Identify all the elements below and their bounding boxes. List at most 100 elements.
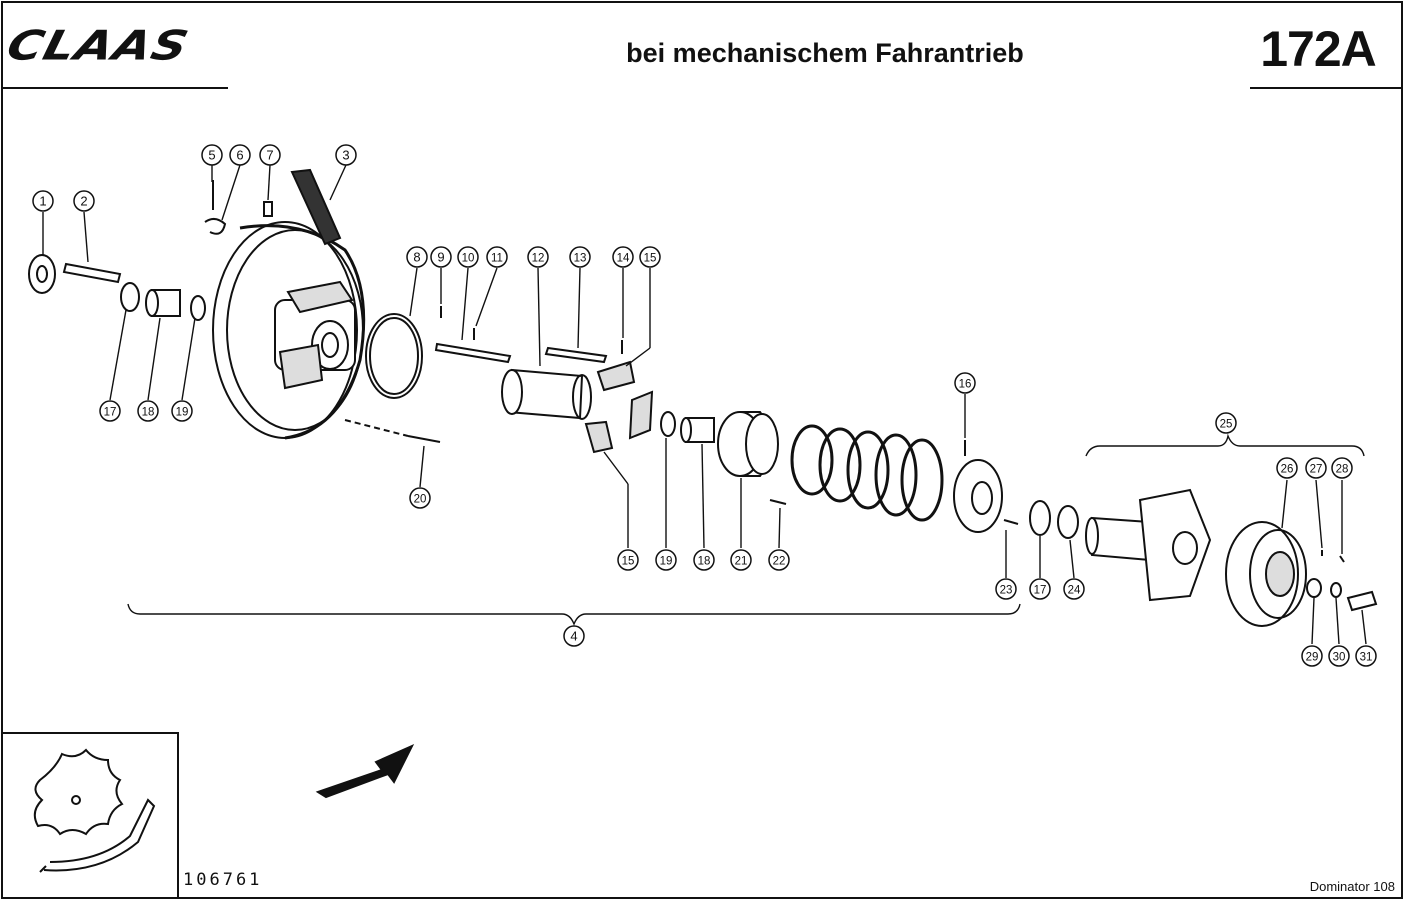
callout-circle — [655, 549, 677, 571]
callout-label: 17 — [1034, 585, 1047, 597]
callout-20: 20 — [409, 487, 431, 509]
callout-label: 12 — [532, 253, 545, 265]
direction-arrow — [315, 743, 415, 799]
callout-circle — [1276, 457, 1298, 479]
callout-circle — [1029, 578, 1051, 600]
leader-lines — [42, 164, 1367, 645]
callout-label: 24 — [1068, 585, 1081, 597]
callout-circle — [569, 246, 591, 268]
callout-22: 22 — [768, 549, 790, 571]
callout-label: 22 — [773, 556, 786, 568]
callout-circle — [1215, 412, 1237, 434]
callout-label: 14 — [617, 253, 630, 265]
callout-circle — [406, 246, 428, 268]
callout-label: 11 — [491, 253, 503, 265]
callout-13: 13 — [569, 246, 591, 268]
callout-15: 15 — [617, 549, 639, 571]
callout-circle — [229, 144, 251, 166]
callout-label: 19 — [660, 556, 673, 568]
callout-label: 28 — [1336, 464, 1349, 476]
callout-label: 18 — [142, 407, 155, 419]
callout-label: 9 — [437, 250, 444, 265]
callout-label: 23 — [1000, 585, 1013, 597]
callout-circle — [137, 400, 159, 422]
callout-circle — [32, 190, 54, 212]
parts-drawing — [28, 168, 1378, 627]
page-title: bei mechanischem Fahrantrieb — [626, 38, 1024, 68]
callout-label: 15 — [622, 556, 635, 568]
callout-label: 7 — [266, 148, 273, 163]
callout-circle — [73, 190, 95, 212]
callout-circle — [995, 578, 1017, 600]
callout-2: 2 — [73, 190, 95, 212]
callout-label: 2 — [80, 194, 87, 209]
callout-10: 10 — [457, 246, 479, 268]
callout-27: 27 — [1305, 457, 1327, 479]
callout-circle — [201, 144, 223, 166]
callout-label: 31 — [1360, 652, 1373, 664]
callout-label: 25 — [1220, 419, 1233, 431]
callout-circle — [1331, 457, 1353, 479]
callout-label: 10 — [462, 253, 475, 265]
callout-label: 18 — [698, 556, 711, 568]
callout-circle — [1063, 578, 1085, 600]
callout-circle — [730, 549, 752, 571]
callout-15: 15 — [639, 246, 661, 268]
callout-circle — [1328, 645, 1350, 667]
callout-circle — [1301, 645, 1323, 667]
callout-label: 19 — [176, 407, 189, 419]
callout-label: 30 — [1333, 652, 1346, 664]
callout-29: 29 — [1301, 645, 1323, 667]
callout-label: 16 — [959, 379, 972, 391]
callout-circle — [612, 246, 634, 268]
callout-circle — [171, 400, 193, 422]
callout-circle — [486, 246, 508, 268]
callout-label: 20 — [414, 494, 427, 506]
callout-5: 5 — [201, 144, 223, 166]
callout-4: 4 — [563, 625, 585, 647]
callout-19: 19 — [655, 549, 677, 571]
callout-18: 18 — [693, 549, 715, 571]
callout-14: 14 — [612, 246, 634, 268]
inset-sketch — [33, 748, 156, 873]
callout-label: 8 — [413, 250, 420, 265]
drawing-number: 106761 — [183, 870, 263, 890]
callout-label: 5 — [208, 148, 215, 163]
callout-label: 6 — [236, 148, 243, 163]
callout-3: 3 — [335, 144, 357, 166]
callout-19: 19 — [171, 400, 193, 422]
page-number: 172A — [1260, 21, 1377, 77]
callout-circle — [430, 246, 452, 268]
callout-circle — [768, 549, 790, 571]
callout-circle — [527, 246, 549, 268]
callout-label: 3 — [342, 148, 349, 163]
callout-16: 16 — [954, 372, 976, 394]
callout-circle — [1355, 645, 1377, 667]
callout-21: 21 — [730, 549, 752, 571]
callout-circle — [563, 625, 585, 647]
callout-circle — [954, 372, 976, 394]
callout-17: 17 — [99, 400, 121, 422]
model-label: Dominator 108 — [1309, 879, 1395, 894]
callout-label: 27 — [1310, 464, 1323, 476]
callout-8: 8 — [406, 246, 428, 268]
callout-label: 15 — [644, 253, 657, 265]
callout-circle — [617, 549, 639, 571]
callout-30: 30 — [1328, 645, 1350, 667]
callout-1: 1 — [32, 190, 54, 212]
callout-label: 21 — [735, 556, 748, 568]
callout-6: 6 — [229, 144, 251, 166]
callout-label: 13 — [574, 253, 587, 265]
callout-label: 17 — [104, 407, 117, 419]
callout-label: 1 — [39, 194, 46, 209]
callout-7: 7 — [259, 144, 281, 166]
callout-circle — [639, 246, 661, 268]
callout-25: 25 — [1215, 412, 1237, 434]
callout-28: 28 — [1331, 457, 1353, 479]
callout-circle — [693, 549, 715, 571]
callout-circle — [409, 487, 431, 509]
